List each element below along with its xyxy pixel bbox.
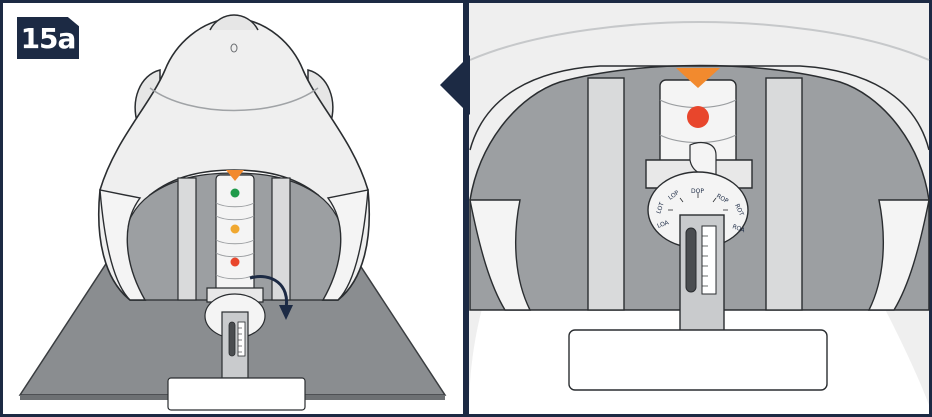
base-block	[168, 378, 305, 410]
post-left	[178, 178, 196, 300]
zoom-base-block	[569, 330, 827, 390]
indicator-dot-yellow	[231, 225, 240, 234]
right-panel-zoom: LOT LOP DOP ROP ROT ROA LOA	[468, 2, 931, 416]
step-badge: 15a	[17, 17, 79, 59]
zoom-indicator-dot-red	[687, 106, 709, 128]
indicator-dot-red	[231, 258, 240, 267]
zoom-post-left	[588, 78, 624, 310]
left-panel	[2, 2, 465, 416]
zoom-post-right	[766, 78, 802, 310]
indicator-dot-green	[231, 189, 240, 198]
